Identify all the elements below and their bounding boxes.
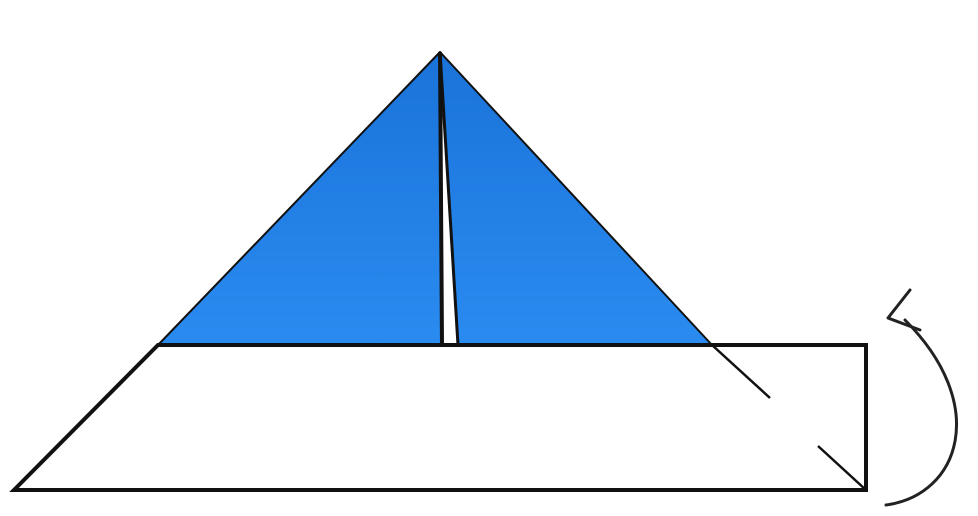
bottom-flap — [14, 345, 866, 490]
fold-up-arrow-head — [888, 290, 920, 330]
folded-blue-triangle-left — [158, 52, 442, 345]
fold-up-arrow — [886, 320, 957, 505]
folded-blue-triangle-right — [440, 52, 712, 345]
